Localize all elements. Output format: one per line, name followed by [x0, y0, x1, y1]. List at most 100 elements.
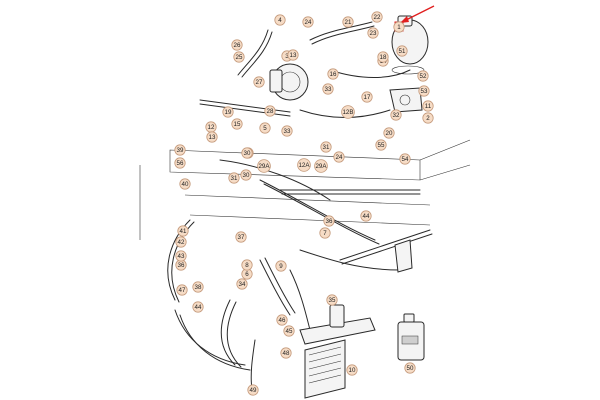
callout-label: 36: [326, 218, 333, 225]
callout-circle: [222, 106, 234, 118]
callout-label: 3: [285, 53, 289, 60]
callout-circle: [333, 151, 345, 163]
callout-circle: [275, 260, 287, 272]
callout-1: 1: [393, 21, 405, 33]
power-steering-pump[interactable]: [269, 63, 309, 101]
callout-26: 26: [231, 39, 243, 51]
callout-circle: [231, 118, 243, 130]
callout-label: 26: [234, 42, 241, 49]
callout-label: 31: [323, 144, 330, 151]
callout-label: 6: [245, 271, 249, 278]
callout-label: 50: [407, 365, 414, 372]
callout-circle: [342, 16, 354, 28]
callout-label: 54: [402, 156, 409, 163]
callout-group: 12345678910111212A12B1313141516171819192…: [174, 11, 434, 396]
callout-label: 44: [195, 304, 202, 311]
callout-circle: [179, 178, 191, 190]
callout-label: 56: [177, 160, 184, 167]
callout-circle: [192, 281, 204, 293]
callout-circle: [390, 109, 402, 121]
callout-label: 41: [180, 228, 187, 235]
callout-circle: [264, 105, 276, 117]
callout-32: 32: [390, 109, 402, 121]
callout-45: 45: [283, 325, 295, 337]
callout-circle: [228, 172, 240, 184]
callout-circle: [276, 314, 288, 326]
callout-circle: [253, 76, 265, 88]
callout-label: 11: [425, 103, 432, 110]
steering-rack[interactable]: [299, 304, 376, 345]
callout-circle: [274, 14, 286, 26]
callout-53: 53: [418, 85, 430, 97]
callout-label: 40: [182, 181, 189, 188]
callout-circle: [314, 159, 328, 173]
fluid-bottle[interactable]: [397, 313, 425, 361]
callout-label: 47: [179, 287, 186, 294]
oil-cooler[interactable]: [304, 339, 346, 399]
callout-circle: [319, 227, 331, 239]
callout-52: 52: [417, 70, 429, 82]
callout-43: 43: [175, 250, 187, 262]
right-bracket[interactable]: [394, 239, 413, 273]
callout-47: 47: [176, 284, 188, 296]
callout-7: 7: [319, 227, 331, 239]
callout-label: 48: [283, 350, 290, 357]
callout-label: 10: [349, 367, 356, 374]
callout-circle: [404, 362, 416, 374]
callout-label: 33: [325, 86, 332, 93]
callout-circle: [283, 325, 295, 337]
callout-circle: [287, 49, 299, 61]
mounting-bracket[interactable]: [389, 87, 423, 113]
callout-circle: [323, 215, 335, 227]
callout-21: 21: [342, 16, 354, 28]
callout-circle: [399, 153, 411, 165]
callout-2: 2: [422, 112, 434, 124]
callout-31: 31: [228, 172, 240, 184]
callout-circle: [240, 169, 252, 181]
callout-28: 28: [264, 105, 276, 117]
callout-label: 32: [393, 112, 400, 119]
callout-circle: [280, 347, 292, 359]
callout-label: 8: [245, 262, 249, 269]
callout-24: 24: [333, 151, 345, 163]
callout-circle: [177, 225, 189, 237]
callout-18: 18: [377, 51, 389, 63]
callout-label: 29A: [315, 163, 327, 170]
callout-circle: [297, 158, 311, 172]
callout-circle: [235, 231, 247, 243]
callout-label: 7: [323, 230, 327, 237]
callout-circle: [375, 139, 387, 151]
callout-12: 12: [205, 121, 217, 133]
callout-label: 24: [305, 19, 312, 26]
callout-38: 38: [192, 281, 204, 293]
callout-label: 53: [421, 88, 428, 95]
callout-29a: 29A: [257, 159, 271, 173]
callout-44: 44: [192, 301, 204, 313]
callout-24: 24: [302, 16, 314, 28]
callout-circle: [377, 51, 389, 63]
callout-33: 33: [322, 83, 334, 95]
callout-15: 15: [231, 118, 243, 130]
callout-circle: [241, 259, 253, 271]
callout-34: 34: [236, 278, 248, 290]
callout-circle: [422, 112, 434, 124]
callout-circle: [231, 39, 243, 51]
callout-label: 18: [380, 54, 387, 61]
callout-label: 12B: [342, 109, 353, 116]
callout-36: 36: [323, 215, 335, 227]
callout-23: 23: [367, 27, 379, 39]
callout-label: 13: [290, 52, 297, 59]
callout-12a: 12A: [297, 158, 311, 172]
callout-circle: [371, 11, 383, 23]
callout-label: 44: [363, 213, 370, 220]
callout-8: 8: [241, 259, 253, 271]
chassis-frame-lines: [139, 139, 471, 240]
callout-label: 30: [243, 172, 250, 179]
callout-circle: [174, 144, 186, 156]
callout-circle: [247, 384, 259, 396]
callout-label: 24: [336, 154, 343, 161]
callout-label: 19: [225, 109, 232, 116]
callout-circle: [418, 85, 430, 97]
callout-33: 33: [281, 125, 293, 137]
callout-label: 12: [208, 124, 215, 131]
